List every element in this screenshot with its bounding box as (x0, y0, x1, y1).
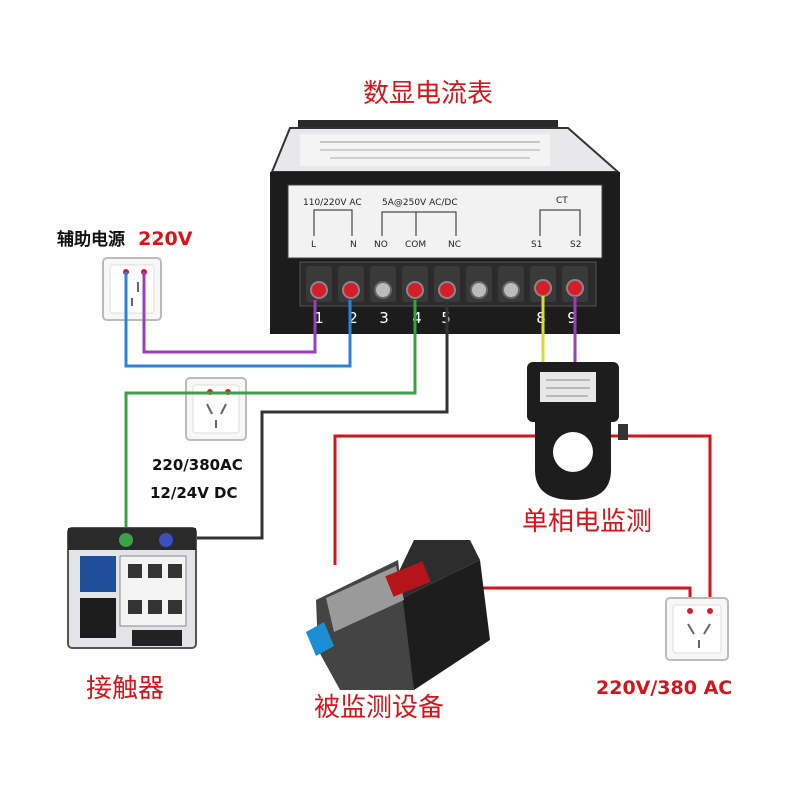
coil-supply-socket (185, 377, 247, 441)
terminal-number: 9 (567, 309, 577, 327)
ct-sensor-label: 单相电监测 (522, 507, 652, 537)
wire-red-device (448, 570, 692, 608)
terminal-number: 3 (379, 309, 389, 327)
digital-ammeter: 110/220V AC 5A@250V AC/DC CT L N NO COM … (270, 120, 621, 334)
pin-no: NO (374, 240, 388, 250)
wire-green (124, 300, 417, 540)
power-label: 110/220V AC (303, 198, 362, 208)
terminal-block (306, 266, 588, 302)
terminal-number: 1 (314, 309, 324, 327)
pin-s1: S1 (531, 240, 542, 250)
wire-red-loop (333, 434, 712, 608)
pin-n: N (350, 240, 357, 250)
terminal-number: 4 (412, 309, 422, 327)
contactor (67, 527, 197, 649)
wire-black (175, 300, 449, 540)
pin-com: COM (405, 240, 426, 250)
aux-power-label: 辅助电源 220V (57, 228, 193, 250)
mains-socket (665, 597, 729, 661)
title: 数显电流表 (363, 79, 493, 109)
wire-purple (142, 272, 317, 354)
coil-voltage-line1: 220/380AC (152, 456, 243, 474)
relay-label: 5A@250V AC/DC (382, 198, 458, 208)
aux-power-socket (102, 257, 162, 321)
pin-l: L (311, 240, 316, 250)
pin-s2: S2 (570, 240, 581, 250)
terminal-number: 2 (348, 309, 358, 327)
device-label: 被监测设备 (314, 693, 444, 723)
pin-nc: NC (448, 240, 461, 250)
contactor-label: 接触器 (86, 674, 164, 704)
wire-blue (124, 272, 352, 368)
mains-label: 220V/380 AC (596, 677, 732, 699)
ct-sensor (527, 362, 628, 500)
terminal-number: 8 (536, 309, 546, 327)
coil-voltage-line2: 12/24V DC (150, 484, 238, 502)
monitored-device (306, 540, 490, 690)
ct-label: CT (556, 196, 568, 206)
